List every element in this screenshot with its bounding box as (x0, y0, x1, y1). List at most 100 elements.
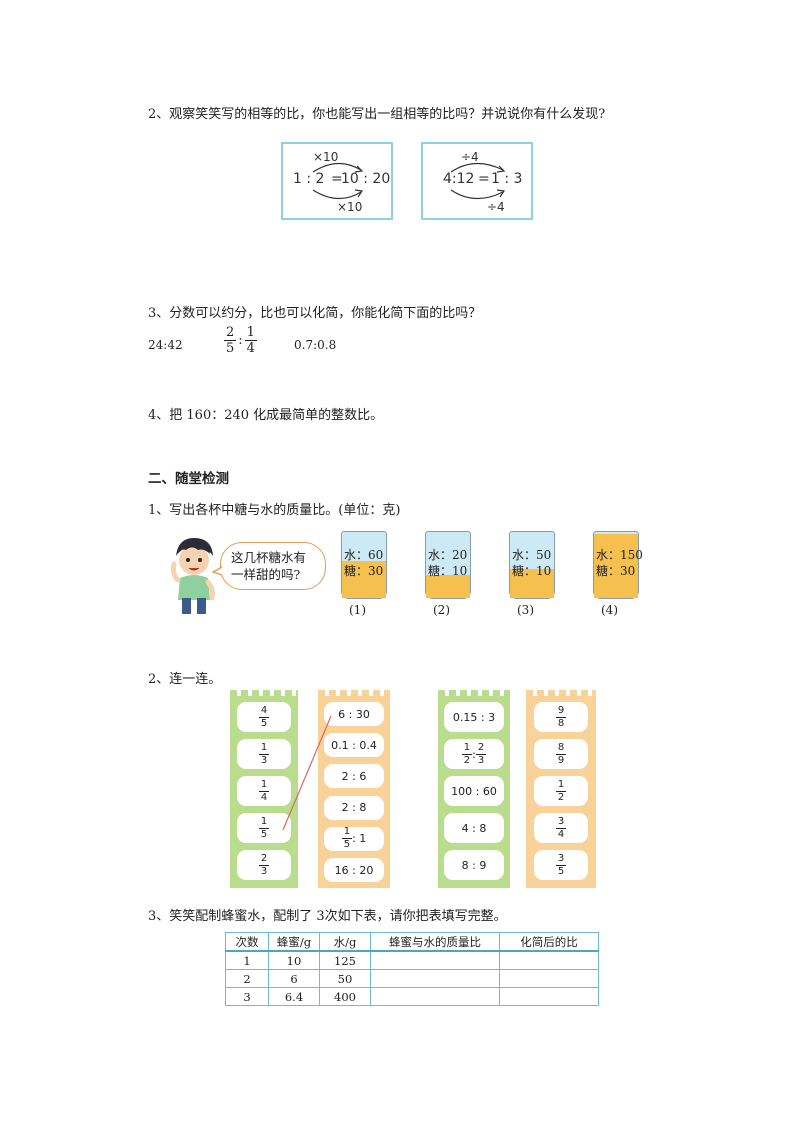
table-header-cell: 蜂蜜与水的质量比 (370, 932, 500, 952)
cup-sugar-label: 糖：10 (428, 564, 468, 578)
ratio-card-1-arrows (312, 162, 364, 200)
section2-question-2-text: 2、连一连。 (148, 672, 222, 687)
ratio-colon: : (238, 333, 243, 348)
card2-ratio-left: 4:12 (443, 171, 475, 187)
ratio-24-42: 24:42 (148, 338, 183, 352)
answer-cell[interactable] (499, 950, 599, 970)
table-header-row: 次数 蜂蜜/g 水/g 蜂蜜与水的质量比 化简后的比 (225, 932, 599, 952)
table-header-cell: 化简后的比 (499, 932, 599, 952)
cup-number-label: (1) (349, 603, 366, 617)
ratio-0-7-0-8: 0.7:0.8 (294, 338, 337, 352)
frac-num: 1 (244, 325, 257, 341)
frac-den: 5 (226, 341, 235, 356)
table-row: 1 10 125 (225, 950, 599, 970)
table-header-cell: 水/g (319, 932, 371, 952)
speech-line-2: 一样甜的吗? (231, 567, 301, 582)
answer-cell[interactable] (499, 969, 599, 988)
cup-water-label: 水：150 (596, 548, 643, 562)
card1-ratio-left: 1 : 2 (293, 171, 325, 187)
table-cell: 125 (319, 950, 371, 970)
match-ratio-cell-3[interactable]: 2 : 6 (324, 764, 384, 789)
match-ratio-cell-right-4[interactable]: 4 : 8 (444, 813, 504, 843)
cup-water-label: 水：20 (428, 548, 468, 562)
cup-3: 水：50 糖：10 (509, 531, 555, 599)
card1-ratio-right: 10 : 20 (341, 171, 391, 187)
section2-question-1-text: 1、写出各杯中糖与水的质量比。(单位：克) (148, 503, 401, 518)
card2-equals: = (478, 171, 490, 187)
match-ratio-cell-4[interactable]: 2 : 8 (324, 795, 384, 820)
table-cell: 1 (225, 950, 269, 970)
table-cell: 10 (268, 950, 320, 970)
ratio-rest: : 1 (352, 832, 367, 846)
speech-bubble: 这几杯糖水有 一样甜的吗? (220, 542, 326, 590)
answer-cell[interactable] (370, 987, 500, 1006)
cup-sugar-label: 糖：10 (512, 564, 552, 578)
table-cell: 6 (268, 969, 320, 988)
table-cell: 50 (319, 969, 371, 988)
frac-num: 2 (224, 325, 237, 341)
section-2-heading: 二、随堂检测 (148, 471, 229, 487)
card1-top-op: ×10 (313, 150, 339, 164)
match-ratio-cell-1[interactable]: 6 : 30 (324, 702, 384, 726)
match-ratio-cell-6[interactable]: 16 : 20 (324, 858, 384, 882)
cup-sugar-fill (426, 575, 470, 598)
question-2-text: 2、观察笑笑写的相等的比，你也能写出一组相等的比吗？并说说你有什么发现? (148, 107, 606, 122)
match-ratio-cell-right-1[interactable]: 0.15 : 3 (444, 702, 504, 732)
speech-bubble-tail (211, 566, 223, 576)
card2-top-op: ÷4 (461, 150, 479, 164)
table-cell: 400 (319, 987, 371, 1006)
ratio-card-2-arrows (450, 162, 506, 200)
cup-4: 水：150 糖：30 (593, 531, 643, 599)
boy-illustration (171, 538, 215, 614)
answer-cell[interactable] (370, 969, 500, 988)
match-ratio-cell-right-5[interactable]: 8 : 9 (444, 850, 504, 880)
answer-cell[interactable] (499, 987, 599, 1006)
table-header-cell: 次数 (225, 932, 269, 952)
cup-water-label: 水：50 (512, 548, 552, 562)
table-cell: 6.4 (268, 987, 320, 1006)
table-cell: 2 (225, 969, 269, 988)
answer-cell[interactable] (370, 950, 500, 970)
match-ratio-cell-right-3[interactable]: 100 : 60 (444, 776, 504, 806)
table-row: 2 6 50 (225, 969, 599, 988)
question-3-text: 3、分数可以约分，比也可以化简，你能化简下面的比吗？ (148, 306, 482, 321)
table-header-cell: 蜂蜜/g (268, 932, 320, 952)
match-ratio-cell-2[interactable]: 0.1 : 0.4 (324, 733, 384, 758)
card1-bottom-op: ×10 (337, 200, 363, 214)
cup-water-label: 水：60 (344, 548, 384, 562)
card2-bottom-op: ÷4 (487, 200, 505, 214)
ratio-card-2: ÷4 4:12 = 1 : 3 ÷4 (421, 142, 533, 220)
cup-sugar-fill (594, 534, 638, 598)
cup-sugar-label: 糖：30 (596, 564, 636, 578)
frac-den: 4 (246, 341, 255, 356)
cup-2: 水：20 糖：10 (425, 531, 471, 599)
cup-number-label: (2) (433, 603, 450, 617)
